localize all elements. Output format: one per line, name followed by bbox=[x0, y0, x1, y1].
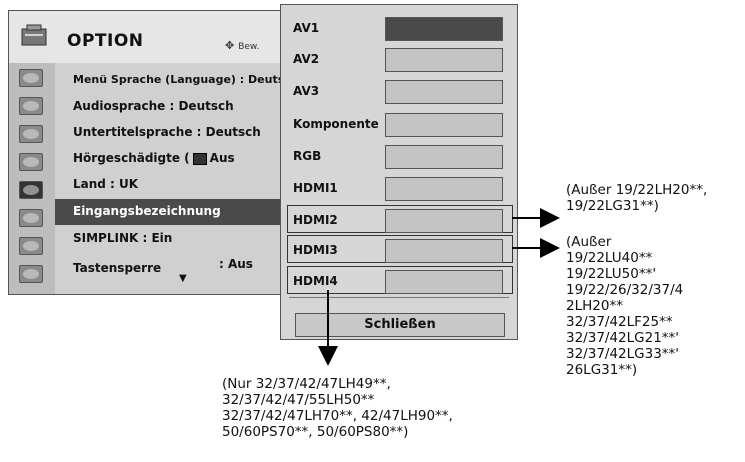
audio-menu-icon[interactable] bbox=[19, 97, 43, 115]
note-hdmi3: (Außer 19/22LU40** 19/22LU50**' 19/22/26… bbox=[566, 234, 684, 378]
input-label-hdmi1: HDMI1 bbox=[293, 181, 338, 195]
input-menu-icon[interactable] bbox=[19, 237, 43, 255]
input-field-av2[interactable] bbox=[385, 48, 503, 72]
time-menu-icon[interactable] bbox=[19, 153, 43, 171]
input-label-panel: AV1 AV2 AV3 Komponente RGB HDMI1 HDMI2 H… bbox=[280, 4, 518, 340]
input-field-hdmi2[interactable] bbox=[385, 209, 503, 233]
menu-item-hearing-impaired[interactable]: Hörgeschädigte ( Aus bbox=[73, 151, 235, 165]
option-menu-panel: OPTION ✥Bew. Menü Sprache (Language) : D… bbox=[8, 10, 299, 295]
menu-item-country[interactable]: Land : UK bbox=[73, 177, 139, 191]
panel-divider bbox=[289, 297, 509, 298]
option-menu-side-icon[interactable] bbox=[19, 181, 43, 199]
option-menu-header: OPTION ✥Bew. bbox=[9, 11, 283, 63]
option-menu-icon bbox=[21, 24, 47, 46]
input-field-rgb[interactable] bbox=[385, 145, 503, 169]
usb-menu-icon[interactable] bbox=[19, 265, 43, 283]
note-hdmi4: (Nur 32/37/42/47LH49**, 32/37/42/47/55LH… bbox=[222, 376, 453, 440]
input-field-hdmi4[interactable] bbox=[385, 270, 503, 294]
input-label-component: Komponente bbox=[293, 117, 379, 131]
setup-menu-icon[interactable] bbox=[19, 125, 43, 143]
menu-item-menu-language[interactable]: Menü Sprache (Language) : Deutsch bbox=[73, 73, 299, 86]
key-lock-value: : Aus bbox=[219, 257, 253, 271]
input-field-av1[interactable] bbox=[385, 17, 503, 41]
menu-item-key-lock[interactable]: Tastensperre bbox=[73, 261, 162, 275]
close-button[interactable]: Schließen bbox=[295, 313, 505, 337]
note-hdmi2: (Außer 19/22LH20**, 19/22LG31**) bbox=[566, 182, 708, 214]
hearing-impaired-value: Aus bbox=[209, 151, 235, 165]
move-hint: ✥Bew. bbox=[225, 39, 259, 52]
page-title: OPTION bbox=[67, 31, 144, 51]
scroll-down-icon[interactable]: ▼ bbox=[179, 273, 187, 284]
input-label-rgb: RGB bbox=[293, 149, 322, 163]
picture-menu-icon[interactable] bbox=[19, 69, 43, 87]
hearing-impaired-icon bbox=[192, 152, 207, 165]
menu-item-simplink[interactable]: SIMPLINK : Ein bbox=[73, 231, 173, 245]
input-field-component[interactable] bbox=[385, 113, 503, 137]
input-field-av3[interactable] bbox=[385, 80, 503, 104]
input-field-hdmi1[interactable] bbox=[385, 177, 503, 201]
menu-item-subtitle-language[interactable]: Untertitelsprache : Deutsch bbox=[73, 125, 261, 139]
move-hint-label: Bew. bbox=[238, 42, 260, 52]
lock-menu-icon[interactable] bbox=[19, 209, 43, 227]
menu-item-label: Hörgeschädigte ( bbox=[73, 151, 190, 165]
menu-item-label: Eingangsbezeichnung bbox=[73, 204, 221, 218]
input-label-hdmi2: HDMI2 bbox=[293, 213, 338, 227]
menu-item-audio-language[interactable]: Audiosprache : Deutsch bbox=[73, 99, 234, 113]
input-field-hdmi3[interactable] bbox=[385, 239, 503, 263]
input-label-hdmi4: HDMI4 bbox=[293, 274, 338, 288]
four-way-arrow-icon: ✥ bbox=[225, 39, 235, 52]
input-label-av3: AV3 bbox=[293, 84, 320, 98]
menu-item-input-label[interactable]: Eingangsbezeichnung bbox=[55, 199, 285, 225]
side-menu-icons bbox=[9, 63, 55, 294]
input-label-av2: AV2 bbox=[293, 52, 320, 66]
input-label-hdmi3: HDMI3 bbox=[293, 243, 338, 257]
input-label-av1: AV1 bbox=[293, 21, 320, 35]
